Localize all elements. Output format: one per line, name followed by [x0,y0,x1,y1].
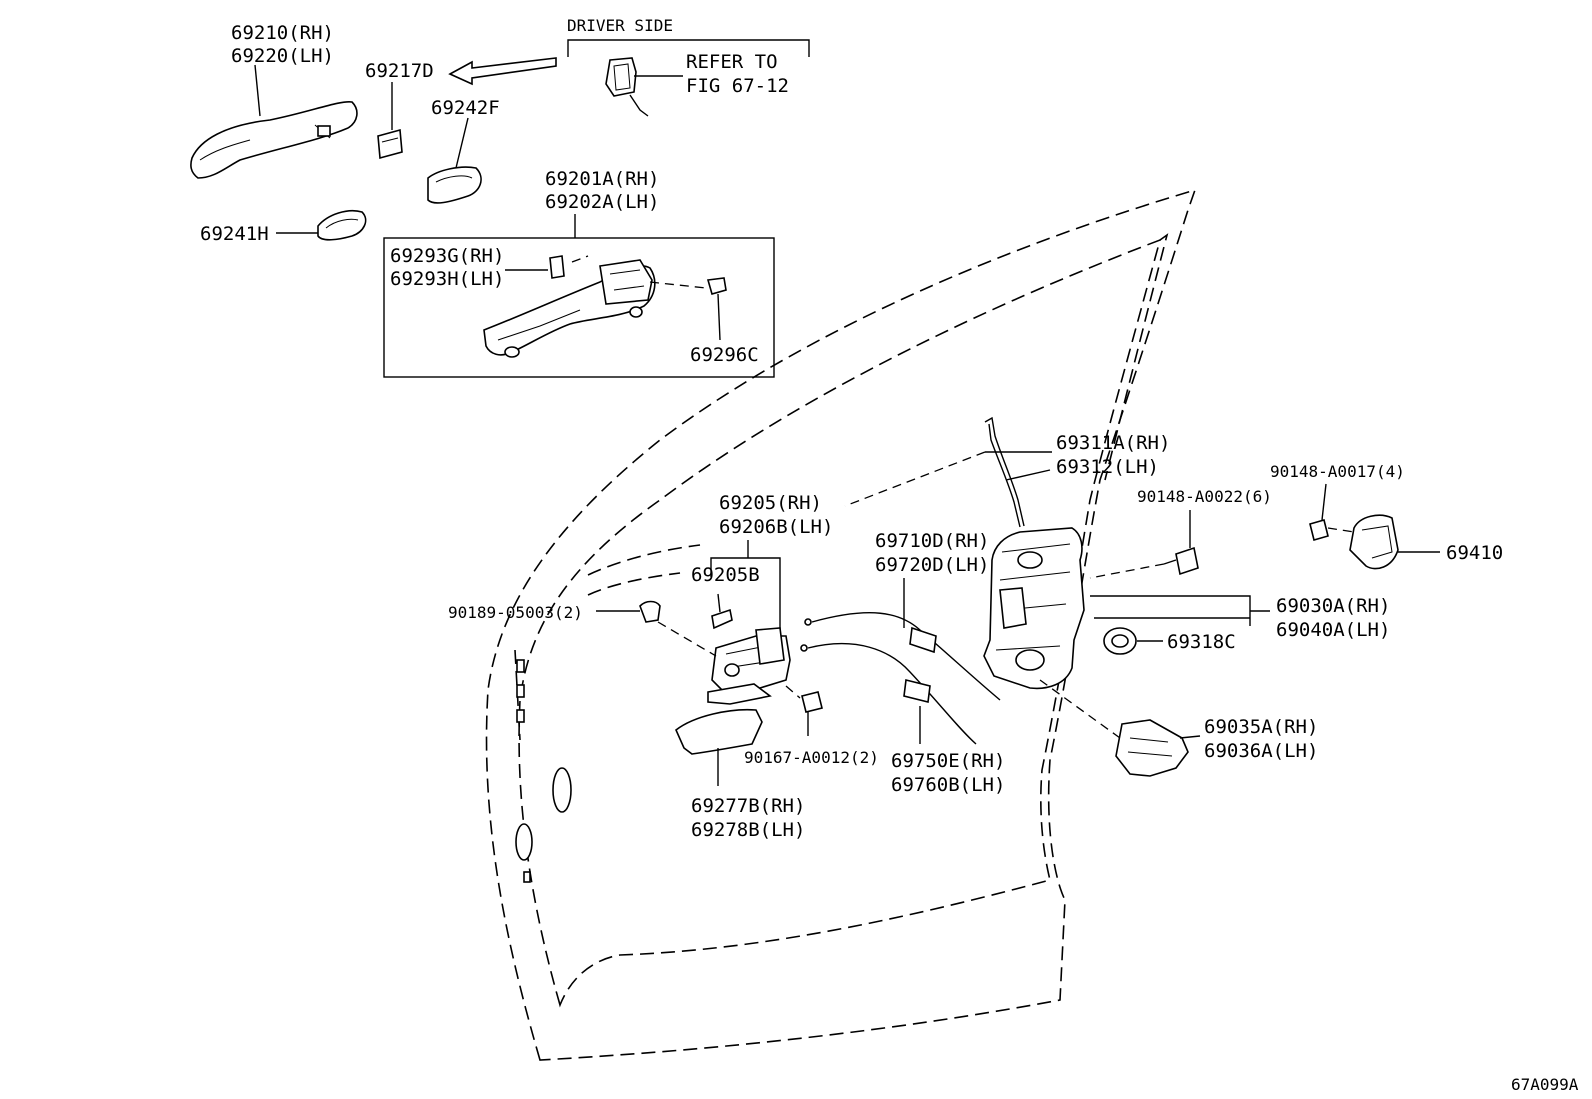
part-label-69278b: 69278B(LH) [691,819,805,841]
part-label-69312: 69312(LH) [1056,456,1159,478]
door-lock-assembly [983,527,1085,690]
part-label-69277b: 69277B(RH) [691,795,805,817]
part-label-69760b: 69760B(LH) [891,774,1005,796]
lock-rod [984,416,1025,528]
part-label-90167: 90167-A0012(2) [744,748,879,767]
handle-pad-rear [427,117,482,204]
part-label-69035a: 69035A(RH) [1204,716,1318,738]
outside-handle [190,64,358,179]
part-label-69241h: 69241H [200,223,269,245]
screw-90167 [785,685,823,736]
door-striker [1309,483,1440,570]
clip-90189 [596,600,717,657]
key-cylinder-cover [377,82,403,160]
driver-side-label: DRIVER SIDE [567,16,673,35]
part-label-69311a: 69311A(RH) [1056,432,1170,454]
part-label-90189: 90189-05003(2) [448,603,583,622]
part-label-69293g: 69293G(RH) [390,245,504,267]
part-label-69318c: 69318C [1167,631,1236,653]
handle-pad-front [276,210,367,241]
part-label-69410: 69410 [1446,542,1503,564]
part-label-69220: 69220(LH) [231,45,334,67]
part-label-69205b: 69205B [691,564,760,586]
part-label-69210: 69210(RH) [231,22,334,44]
part-label-69242f: 69242F [431,97,500,119]
part-label-69036a: 69036A(LH) [1204,740,1318,762]
part-label-69030a: 69030A(RH) [1276,595,1390,617]
refer-fig-label: FIG 67-12 [686,75,789,97]
part-label-69296c: 69296C [690,344,759,366]
part-label-90148-a0017: 90148-A0017(4) [1270,462,1405,481]
driver-side-group: DRIVER SIDE REFER TO FIG 67-12 [567,16,810,117]
screw-90148-a0022 [1089,510,1199,579]
clip-69205b [711,608,733,630]
part-label-69710d: 69710D(RH) [875,530,989,552]
inside-handle-bezel [675,708,763,786]
refer-to-label: REFER TO [686,51,778,73]
part-label-69202a: 69202A(LH) [545,191,659,213]
lock-seal-ring [1103,627,1163,655]
arrow-left-icon [448,57,557,86]
part-label-69217d: 69217D [365,60,434,82]
handle-frame-assembly-box [383,237,775,378]
part-label-90148-a0022: 90148-A0022(6) [1137,487,1272,506]
part-label-69750e: 69750E(RH) [891,750,1005,772]
handle-frame [483,255,727,358]
part-label-69205: 69205(RH) [719,492,822,514]
part-label-69206b: 69206B(LH) [719,516,833,538]
part-label-69293h: 69293H(LH) [390,268,504,290]
lock-cables [800,578,1001,745]
part-label-69720d: 69720D(LH) [875,554,989,576]
figure-code: 67A099A [1511,1075,1579,1094]
lock-actuator [1039,679,1201,777]
part-label-69201a: 69201A(RH) [545,168,659,190]
inside-handle [707,627,791,705]
part-label-69040a: 69040A(LH) [1276,619,1390,641]
door-frame-outline [485,188,1197,1061]
